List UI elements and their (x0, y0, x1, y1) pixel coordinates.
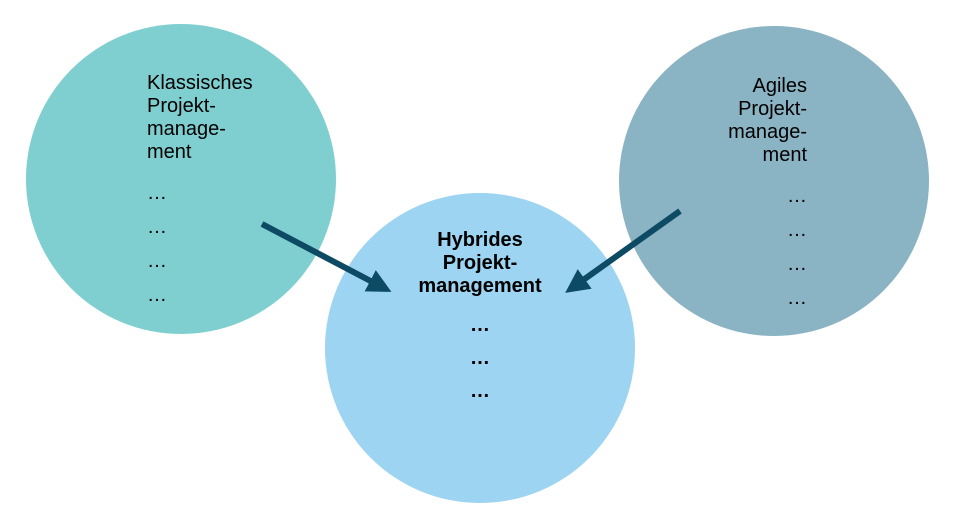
classic-item: … (147, 284, 167, 306)
classic-title-line: Klassisches (147, 72, 253, 94)
hybrid-title-line: Projekt- (442, 252, 518, 274)
classic-title-line: ment (147, 141, 192, 163)
agile-title-line: Agiles (752, 75, 807, 97)
classic-item: … (147, 216, 167, 238)
agile-pm-items: … … … … (787, 179, 807, 315)
hybrid-item: … (470, 380, 490, 402)
hybrid-pm-title: Hybrides Projekt- management (380, 229, 580, 298)
classic-item: … (147, 250, 167, 272)
circle-classic-pm (26, 24, 336, 334)
classic-pm-items: … … … … (147, 176, 167, 312)
classic-item: … (147, 182, 167, 204)
agile-title-line: manage- (728, 121, 807, 143)
classic-pm-title: Klassisches Projekt- manage- ment (147, 72, 253, 164)
agile-item: … (787, 185, 807, 207)
circle-agile-pm (619, 26, 929, 336)
agile-item: … (787, 219, 807, 241)
agile-item: … (787, 253, 807, 275)
classic-title-line: Projekt- (147, 95, 216, 117)
agile-item: … (787, 287, 807, 309)
hybrid-title-line: Hybrides (437, 229, 523, 251)
agile-pm-title: Agiles Projekt- manage- ment (728, 75, 807, 167)
hybrid-pm-items: … … … (380, 309, 580, 408)
agile-title-line: Projekt- (738, 98, 807, 120)
classic-title-line: manage- (147, 118, 226, 140)
hybrid-item: … (470, 347, 490, 369)
hybrid-item: … (470, 314, 490, 336)
agile-title-line: ment (762, 144, 807, 166)
hybrid-title-line: management (418, 275, 542, 297)
